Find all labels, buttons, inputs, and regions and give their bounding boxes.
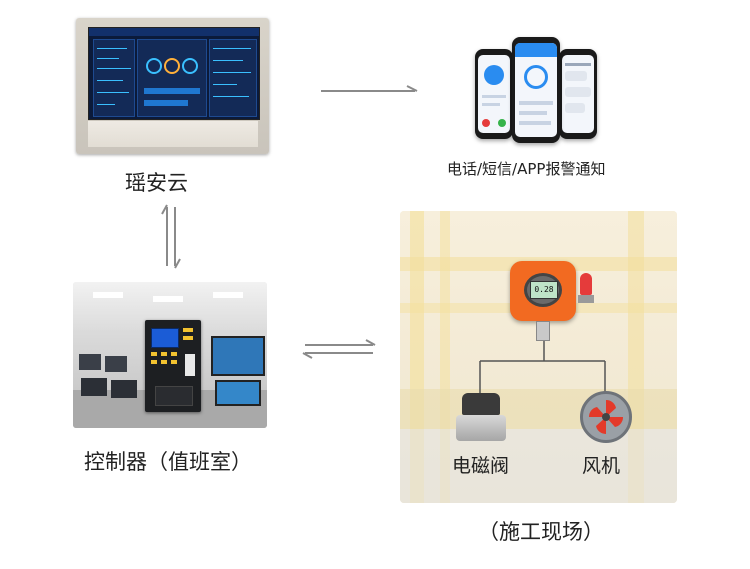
- site-label: （施工现场）: [478, 520, 604, 544]
- site-wiring: [479, 341, 606, 393]
- arrow-controller-site-bidirectional: [302, 339, 376, 359]
- fan-icon: [580, 391, 632, 443]
- solenoid-valve-icon: [462, 393, 500, 415]
- control-room-photo: [73, 282, 267, 428]
- phone-right: [559, 49, 597, 139]
- site-scene: 0.28 电磁阀 风机: [400, 211, 677, 503]
- dashboard-header: [89, 28, 259, 36]
- dashboard-right-panel: [209, 39, 257, 117]
- arrow-cloud-controller-bidirectional: [161, 204, 181, 269]
- phone-left: [475, 49, 513, 139]
- detector-sensor-head: [536, 321, 550, 341]
- controller-cabinet: [145, 320, 201, 412]
- arrow-cloud-to-notification: [321, 85, 418, 92]
- phones-group: [470, 37, 600, 147]
- dashboard-center-panel: [137, 39, 207, 117]
- phone-center: [512, 37, 560, 143]
- notification-label: 电话/短信/APP报警通知: [447, 160, 606, 178]
- fan-label: 风机: [582, 455, 621, 477]
- cloud-label: 瑶安云: [125, 171, 188, 195]
- controller-label: 控制器（值班室）: [84, 450, 252, 474]
- dashboard-left-panel: [93, 39, 135, 117]
- alarm-lamp: [580, 273, 592, 295]
- monitor-bottom-bezel: [88, 121, 258, 147]
- cloud-dashboard-screen: [88, 27, 260, 120]
- detector-display: 0.28: [530, 281, 558, 299]
- solenoid-valve-label: 电磁阀: [452, 455, 510, 477]
- gas-detector: 0.28: [510, 261, 576, 321]
